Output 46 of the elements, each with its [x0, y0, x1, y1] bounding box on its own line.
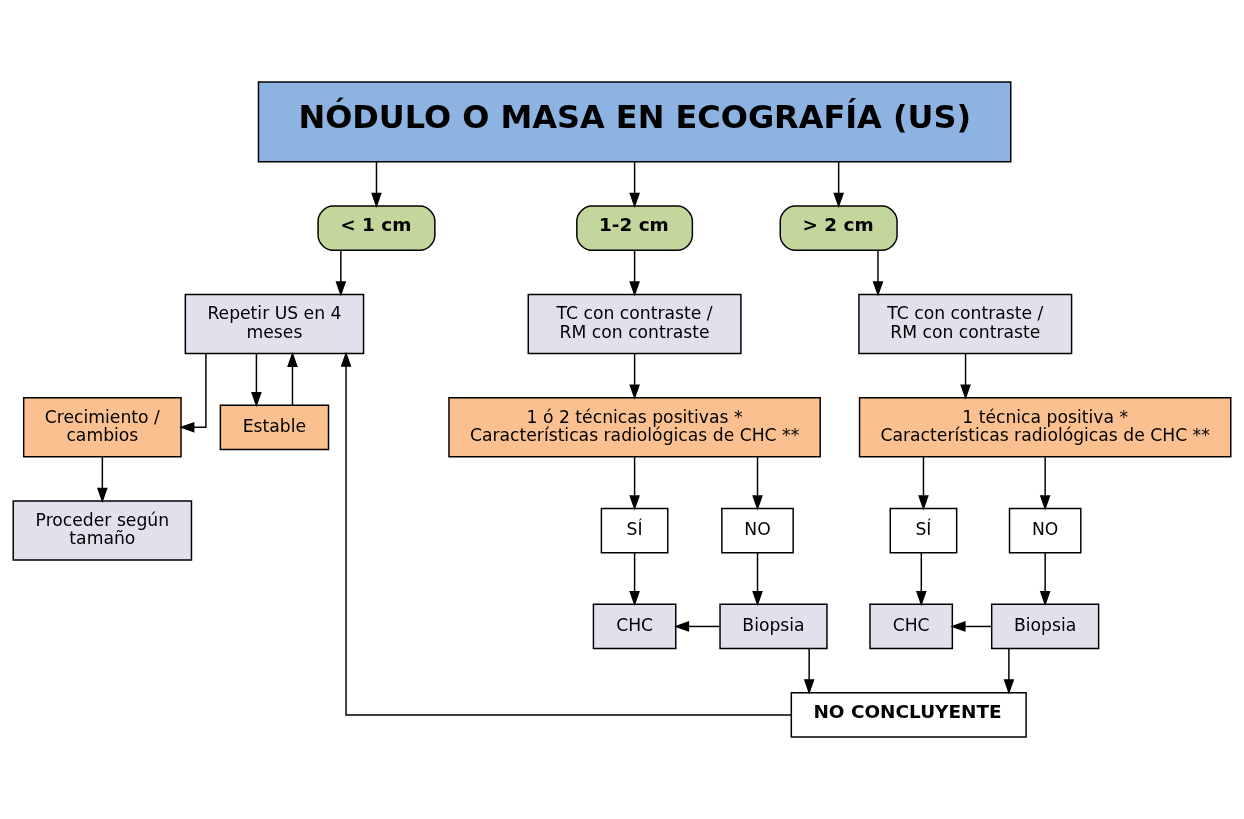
node-box: Repetir US en 4 meses	[184, 293, 365, 355]
arrow	[950, 621, 993, 632]
arrow	[179, 353, 207, 433]
node-box: Proceder según tamaño	[12, 500, 193, 561]
arrow	[915, 552, 927, 607]
node-box: NÓDULO O MASA EN ECOGRAFÍA (US)	[257, 81, 1012, 163]
node-box: SÍ	[600, 507, 669, 554]
node-box: 1-2 cm	[576, 205, 694, 252]
node-box: < 1 cm	[317, 205, 436, 252]
arrow	[371, 161, 382, 209]
arrow	[1003, 648, 1015, 695]
arrow	[1039, 552, 1051, 607]
arrow	[629, 161, 640, 209]
arrow	[629, 249, 640, 297]
arrow	[251, 353, 262, 408]
arrow	[752, 456, 763, 511]
arrow	[287, 351, 298, 406]
arrow	[918, 456, 929, 511]
arrow	[960, 353, 971, 400]
node-box: > 2 cm	[779, 205, 898, 252]
arrow	[335, 249, 347, 297]
node-box: 1 técnica positiva * Características radiológicas de CHC **	[858, 397, 1232, 458]
node-box: Estable	[219, 404, 330, 451]
arrow	[752, 552, 763, 607]
arrow	[629, 353, 640, 400]
node-box: TC con contraste / RM con contraste	[858, 293, 1073, 355]
node-box: 1 ó 2 técnicas positivas * Características radiológicas de CHC **	[448, 397, 821, 458]
node-box: CHC	[869, 603, 954, 650]
node-box: NO CONCLUYENTE	[790, 692, 1027, 738]
node-box: TC con contraste / RM con contraste	[527, 293, 742, 355]
node-box: Biopsia	[719, 603, 828, 650]
arrow	[1039, 456, 1051, 511]
arrow	[803, 648, 815, 695]
node-box: NO	[1008, 507, 1082, 554]
node-box: SÍ	[889, 507, 958, 554]
node-box: Biopsia	[990, 603, 1100, 650]
arrow	[872, 249, 884, 297]
arrow	[340, 351, 792, 716]
node-box: NO	[721, 507, 794, 554]
arrow	[97, 456, 108, 503]
arrow	[629, 456, 640, 511]
node-box: Crecimiento / cambios	[22, 397, 182, 458]
arrow	[833, 161, 844, 209]
arrow	[673, 621, 721, 632]
node-box: CHC	[592, 603, 677, 650]
arrow	[629, 552, 640, 607]
